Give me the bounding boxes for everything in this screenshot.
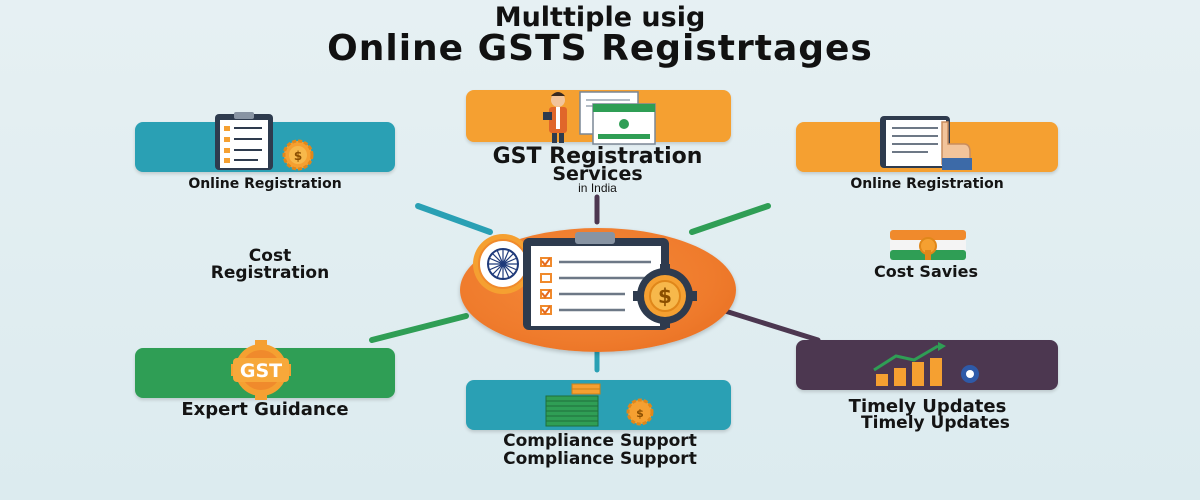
person-with-documents-icon	[543, 91, 656, 145]
clipboard-dollar-gear-icon: $	[473, 232, 697, 330]
label-expert-guidance: Expert Guidance	[181, 399, 349, 420]
label-services: Services	[552, 163, 643, 185]
title-line-2: Online GSTS Registrtages	[327, 28, 873, 69]
connector-bottom-left	[369, 313, 469, 343]
connector-top-right	[689, 203, 771, 235]
label-online-registration-right: Online Registration	[850, 176, 1004, 192]
label-in-india: in India	[578, 181, 617, 195]
label-compliance-support-2: Compliance Support	[503, 449, 697, 469]
title-line-1: Multtiple usig	[494, 2, 706, 33]
growth-bar-chart-icon	[873, 342, 979, 386]
label-registration: Registration	[210, 263, 330, 283]
gst-gear-badge-icon	[231, 340, 291, 400]
label-online-registration-left: Online Registration	[188, 176, 342, 192]
gst-badge-text: GST	[239, 360, 283, 382]
label-compliance-support-1: Compliance Support	[503, 431, 697, 451]
label-cost: Cost	[248, 246, 292, 266]
card-timely-updates	[796, 340, 1058, 390]
flag-badge-icon	[890, 230, 966, 260]
coin-stack-icon: $	[545, 383, 654, 427]
clipboard-checklist-icon: $	[215, 112, 314, 171]
label-cost-savies: Cost Savies	[873, 262, 979, 281]
label-timely-updates-1: Timely Updates	[848, 396, 1007, 417]
connector-bottom-right	[719, 307, 821, 343]
label-gst-registration: GST Registration	[492, 144, 703, 169]
svg-text:$: $	[636, 407, 644, 420]
label-timely-updates-2: Timely Updates	[861, 413, 1010, 433]
connector-top-left	[415, 203, 493, 235]
svg-text:$: $	[658, 284, 672, 308]
hand-pointing-document-icon	[880, 116, 972, 170]
svg-text:$: $	[294, 149, 302, 163]
